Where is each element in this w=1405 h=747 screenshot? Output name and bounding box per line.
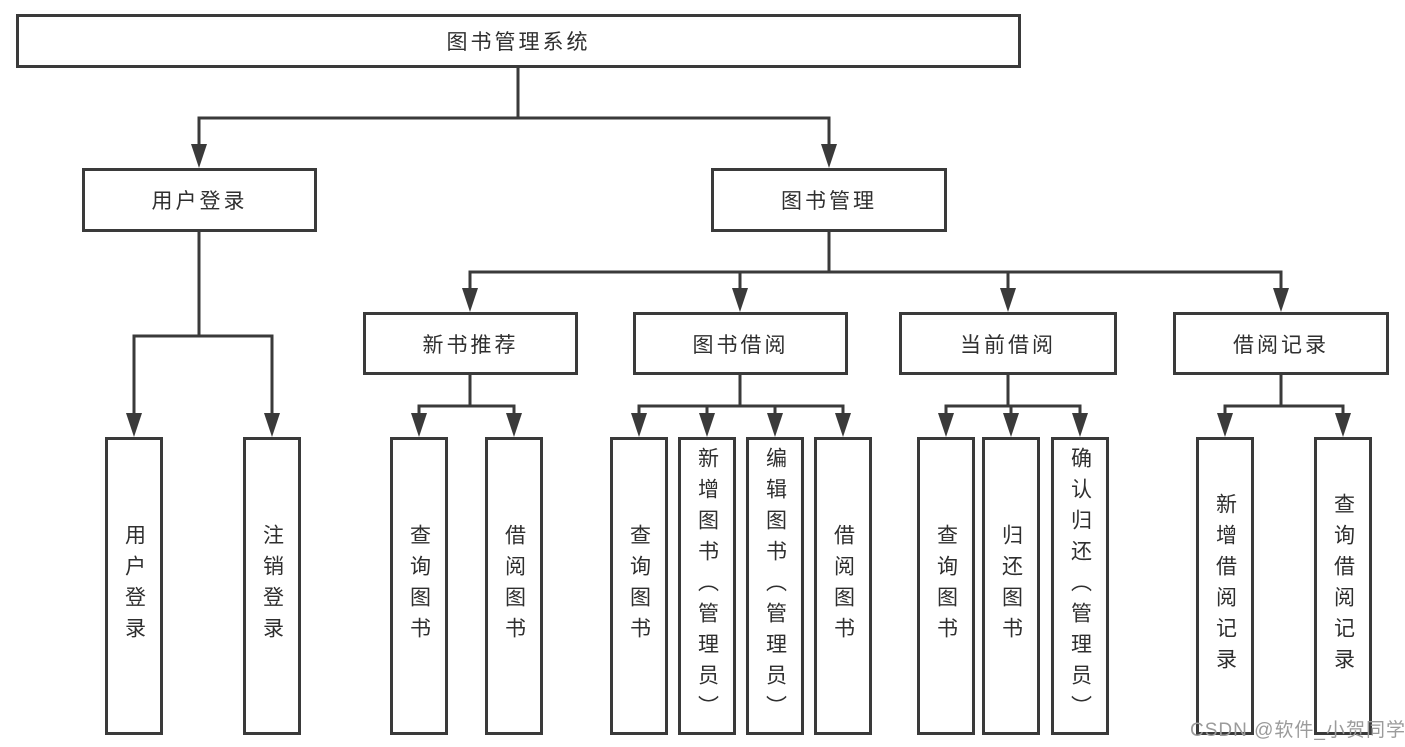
edge-root-to-level2 [197, 68, 831, 146]
leaf-query-borrow-record: 查询借阅记录 [1314, 437, 1372, 735]
leaf-query-borrow-record-label: 查询借阅记录 [1331, 493, 1355, 679]
leaf-query-books-borrow-label: 查询图书 [627, 524, 651, 648]
node-borrow-records: 借阅记录 [1173, 312, 1389, 375]
leaf-query-books-borrow: 查询图书 [610, 437, 668, 735]
node-book-management: 图书管理 [711, 168, 947, 232]
leaf-user-login: 用户登录 [105, 437, 163, 735]
leaf-query-books-recommend: 查询图书 [390, 437, 448, 735]
leaf-return-books: 归还图书 [982, 437, 1040, 735]
leaf-edit-books-admin-label: 编辑图书（管理员） [763, 446, 787, 726]
leaf-query-books-current: 查询图书 [917, 437, 975, 735]
leaf-edit-books-admin: 编辑图书（管理员） [746, 437, 804, 735]
leaf-borrow-books-label: 借阅图书 [831, 524, 855, 648]
edge-current-borrow-children [944, 375, 1082, 416]
leaf-borrow-books-recommend: 借阅图书 [485, 437, 543, 735]
leaf-user-login-label: 用户登录 [122, 524, 146, 648]
leaf-query-books-recommend-label: 查询图书 [407, 524, 431, 648]
node-user-login: 用户登录 [82, 168, 317, 232]
edge-borrow-records-children [1223, 375, 1345, 416]
edge-new-book-recommend-children [417, 375, 516, 416]
leaf-confirm-return-admin: 确认归还（管理员） [1051, 437, 1109, 735]
node-book-borrow: 图书借阅 [633, 312, 848, 375]
node-new-book-recommend: 新书推荐 [363, 312, 578, 375]
leaf-add-books-admin-label: 新增图书（管理员） [695, 446, 719, 726]
leaf-logout-label: 注销登录 [260, 524, 284, 648]
arrowheads [126, 144, 1351, 437]
edge-book-management-groups [468, 232, 1283, 292]
node-current-borrow: 当前借阅 [899, 312, 1117, 375]
node-library-management-system: 图书管理系统 [16, 14, 1021, 68]
edge-book-borrow-children [637, 375, 845, 416]
leaf-confirm-return-admin-label: 确认归还（管理员） [1068, 446, 1092, 726]
leaf-add-borrow-record-label: 新增借阅记录 [1213, 493, 1237, 679]
csdn-watermark: CSDN @软件_小贺同学 [1190, 720, 1405, 741]
leaf-query-books-current-label: 查询图书 [934, 524, 958, 648]
edge-user-login-children [132, 232, 274, 416]
leaf-borrow-books-recommend-label: 借阅图书 [502, 524, 526, 648]
leaf-add-books-admin: 新增图书（管理员） [678, 437, 736, 735]
leaf-add-borrow-record: 新增借阅记录 [1196, 437, 1254, 735]
leaf-return-books-label: 归还图书 [999, 524, 1023, 648]
leaf-borrow-books: 借阅图书 [814, 437, 872, 735]
leaf-logout: 注销登录 [243, 437, 301, 735]
